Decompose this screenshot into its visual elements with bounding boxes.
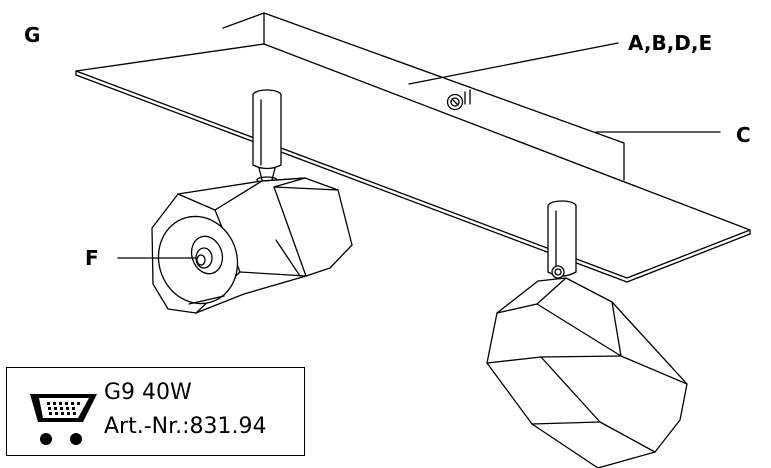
- figure-label: G: [24, 23, 40, 47]
- screw-detail: [446, 93, 464, 111]
- article-number: Art.-Nr.:831.94: [104, 414, 267, 439]
- callout-c: C: [736, 123, 751, 147]
- left-spot-stem: [252, 89, 282, 184]
- callout-f: F: [85, 246, 99, 270]
- bulb-spec: G9 40W: [104, 380, 192, 405]
- right-spot-stem: [547, 200, 577, 279]
- right-spot-head: [486, 277, 688, 468]
- part-info-box: G9 40W Art.-Nr.:831.94: [6, 367, 305, 456]
- shopping-cart-icon: [15, 394, 97, 445]
- left-spot-head: [151, 177, 353, 314]
- mounting-box: [222, 12, 625, 181]
- callout-a-b-d-e: A,B,D,E: [628, 31, 712, 55]
- mounting-plate: [75, 43, 751, 283]
- leader-lines: [117, 42, 721, 259]
